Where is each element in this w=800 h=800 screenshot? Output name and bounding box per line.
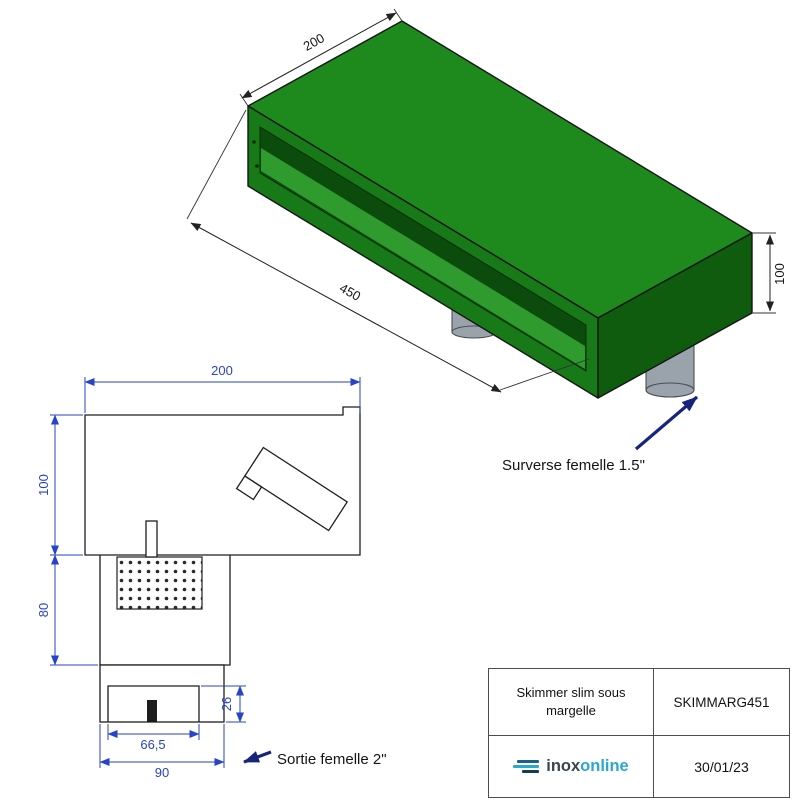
overflow-annotation: Surverse femelle 1.5": [502, 395, 699, 474]
iso-dim-length-label: 450: [337, 280, 363, 304]
brand-cell: inoxonline: [489, 735, 653, 797]
brand-inox: inox: [546, 757, 581, 775]
screw-hole-dot: [252, 140, 256, 144]
bottom-outlet-box: [99, 664, 225, 723]
overflow-arrow-icon: [634, 395, 699, 451]
fv-dim-outlet-height-label: 26: [219, 697, 234, 711]
fv-dim-height-upper-label: 100: [36, 474, 51, 496]
brand-logo: inoxonline: [513, 757, 629, 776]
overflow-label: Surverse femelle 1.5": [502, 457, 645, 474]
fv-dim-width: 200: [84, 363, 361, 413]
outlet-arrow-icon: [243, 750, 272, 764]
screw-hole-dot: [255, 164, 259, 168]
product-name-cell: Skimmer slim sous margelle: [489, 669, 653, 735]
iso-dim-height: 100: [752, 232, 787, 314]
fv-dim-outlet-outer-label: 90: [155, 765, 169, 780]
outlet-stub: [147, 700, 157, 722]
iso-dim-depth-label: 200: [301, 30, 327, 54]
screen-pipe-stub: [145, 520, 158, 558]
body-outline: [84, 406, 361, 556]
spec-table: Skimmer slim sous margelle SKIMMARG451 i…: [488, 668, 790, 798]
outlet-label: Sortie femelle 2": [277, 751, 387, 768]
iso-dim-height-label: 100: [772, 263, 787, 285]
product-code-cell: SKIMMARG451: [653, 669, 789, 735]
product-name: Skimmer slim sous margelle: [516, 685, 626, 718]
iso-view: 200 450 100 Surverse femelle 1.5": [186, 8, 787, 474]
outlet-annotation: Sortie femelle 2": [243, 750, 387, 768]
fv-dim-height-upper: 100: [36, 414, 83, 556]
fv-dim-height-lower: 80: [36, 554, 98, 666]
fv-dim-height-lower-label: 80: [36, 603, 51, 617]
brand-online: online: [580, 757, 629, 775]
fv-dim-width-label: 200: [211, 363, 233, 378]
strainer-screen: [116, 520, 203, 610]
front-view: 200 100 80 26 66,5: [36, 363, 387, 780]
date-value: 30/01/23: [694, 758, 749, 775]
mouth-section: [235, 446, 349, 532]
date-cell: 30/01/23: [653, 735, 789, 797]
fv-dim-outlet-outer: 90: [99, 724, 225, 780]
fv-dim-outlet-inner-label: 66,5: [140, 737, 165, 752]
brand-lines-icon: [513, 760, 540, 773]
fv-dim-outlet-height: 26: [201, 685, 246, 723]
fv-dim-outlet-inner: 66,5: [107, 724, 200, 752]
product-code: SKIMMARG451: [673, 694, 770, 710]
